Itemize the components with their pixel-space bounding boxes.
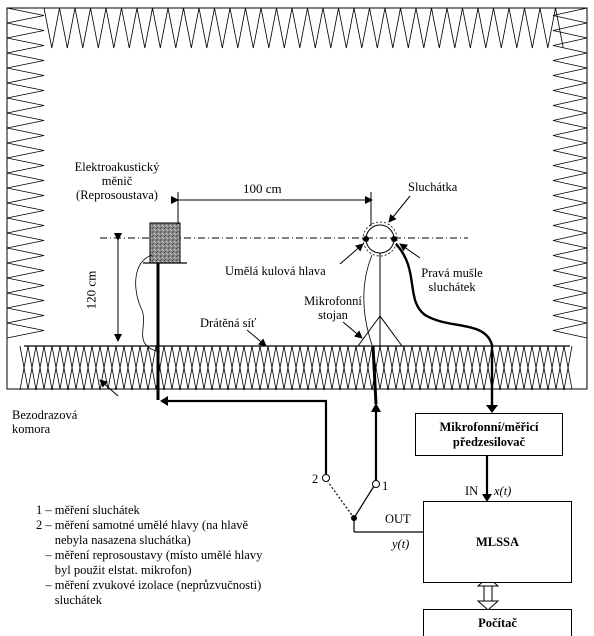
switch bbox=[322, 474, 380, 521]
switch-contact-2 bbox=[322, 474, 330, 482]
artificial-head bbox=[362, 221, 398, 257]
right-cup-label-line2: sluchátek bbox=[428, 280, 476, 294]
chamber-label: Bezodrazová komora bbox=[12, 408, 77, 436]
mlssa-box: MLSSA bbox=[423, 501, 572, 583]
x-signal-label: x(t) bbox=[494, 484, 512, 498]
preamp-box: Mikrofonní/měřicí předzesilovač bbox=[415, 413, 563, 456]
preamp-label-line2: předzesilovač bbox=[452, 434, 526, 449]
switch-position-1-label: 1 bbox=[382, 479, 389, 493]
computer-label: Počítač bbox=[478, 615, 517, 630]
chamber-label-line1: Bezodrazová bbox=[12, 408, 78, 422]
absorber-wedges-floor-lower bbox=[19, 345, 573, 390]
absorber-wedges-top bbox=[43, 7, 564, 49]
legend-item: nebyla nasazena sluchátka) bbox=[36, 533, 191, 547]
artificial-head-label: Umělá kulová hlava bbox=[225, 264, 326, 278]
computer-box: Počítač bbox=[423, 609, 572, 636]
preamp-label-line1: Mikrofonní/měřicí bbox=[439, 419, 539, 434]
anechoic-chamber bbox=[6, 7, 588, 391]
out-port-label: OUT bbox=[385, 512, 411, 526]
label-leaders bbox=[99, 195, 421, 397]
legend-item: sluchátek bbox=[36, 593, 102, 607]
loudspeaker-cable bbox=[135, 254, 161, 353]
dimension-100cm bbox=[171, 192, 373, 226]
absorber-wedges-right bbox=[552, 7, 588, 339]
legend: 1 – měření sluchátek 2 – měření samotné … bbox=[36, 503, 262, 608]
legend-item: – měření zvukové izolace (neprůzvučnosti… bbox=[36, 578, 262, 592]
transducer-label-line1: Elektroakustický bbox=[74, 160, 160, 174]
right-cup-label: Pravá mušle sluchátek bbox=[412, 266, 492, 294]
mic-stand-label-line1: Mikrofonní bbox=[304, 294, 362, 308]
mic-stand-label: Mikrofonní stojan bbox=[298, 294, 368, 322]
absorber-wedges-left bbox=[6, 7, 45, 339]
loudspeaker bbox=[143, 222, 187, 400]
distance-120cm-label: 120 cm bbox=[83, 270, 99, 310]
legend-item: byl použit elstat. mikrofon) bbox=[36, 563, 192, 577]
in-port-label: IN bbox=[465, 484, 479, 498]
right-cup-label-line1: Pravá mušle bbox=[421, 266, 483, 280]
y-signal-label: y(t) bbox=[392, 537, 410, 551]
wire-mesh-label: Drátěná síť bbox=[200, 316, 257, 330]
headphones-label: Sluchátka bbox=[408, 180, 458, 194]
legend-item: 1 – měření sluchátek bbox=[36, 503, 140, 517]
headphone-cable bbox=[395, 243, 494, 405]
head-mic-cable bbox=[363, 254, 373, 346]
distance-100cm-label: 100 cm bbox=[243, 181, 282, 196]
chamber-label-line2: komora bbox=[12, 422, 51, 436]
legend-item: – měření reprosoustavy (místo umělé hlav… bbox=[36, 548, 263, 562]
preamp-input-arrow bbox=[486, 405, 498, 413]
mlssa-label: MLSSA bbox=[475, 534, 520, 549]
transducer-label-line3: (Reprosoustava) bbox=[76, 188, 158, 202]
mic-stand-label-line2: stojan bbox=[318, 308, 348, 322]
switch-position-2-label: 2 bbox=[312, 472, 319, 486]
transducer-label-line2: měnič bbox=[101, 174, 133, 188]
transducer-label: Elektroakustický měnič (Reprosoustava) bbox=[57, 160, 177, 202]
switch-pivot bbox=[351, 515, 357, 521]
switch-contact-1 bbox=[372, 480, 380, 488]
microphone-stand bbox=[357, 253, 403, 405]
legend-item: 2 – měření samotné umělé hlavy (na hlavě bbox=[36, 518, 249, 532]
